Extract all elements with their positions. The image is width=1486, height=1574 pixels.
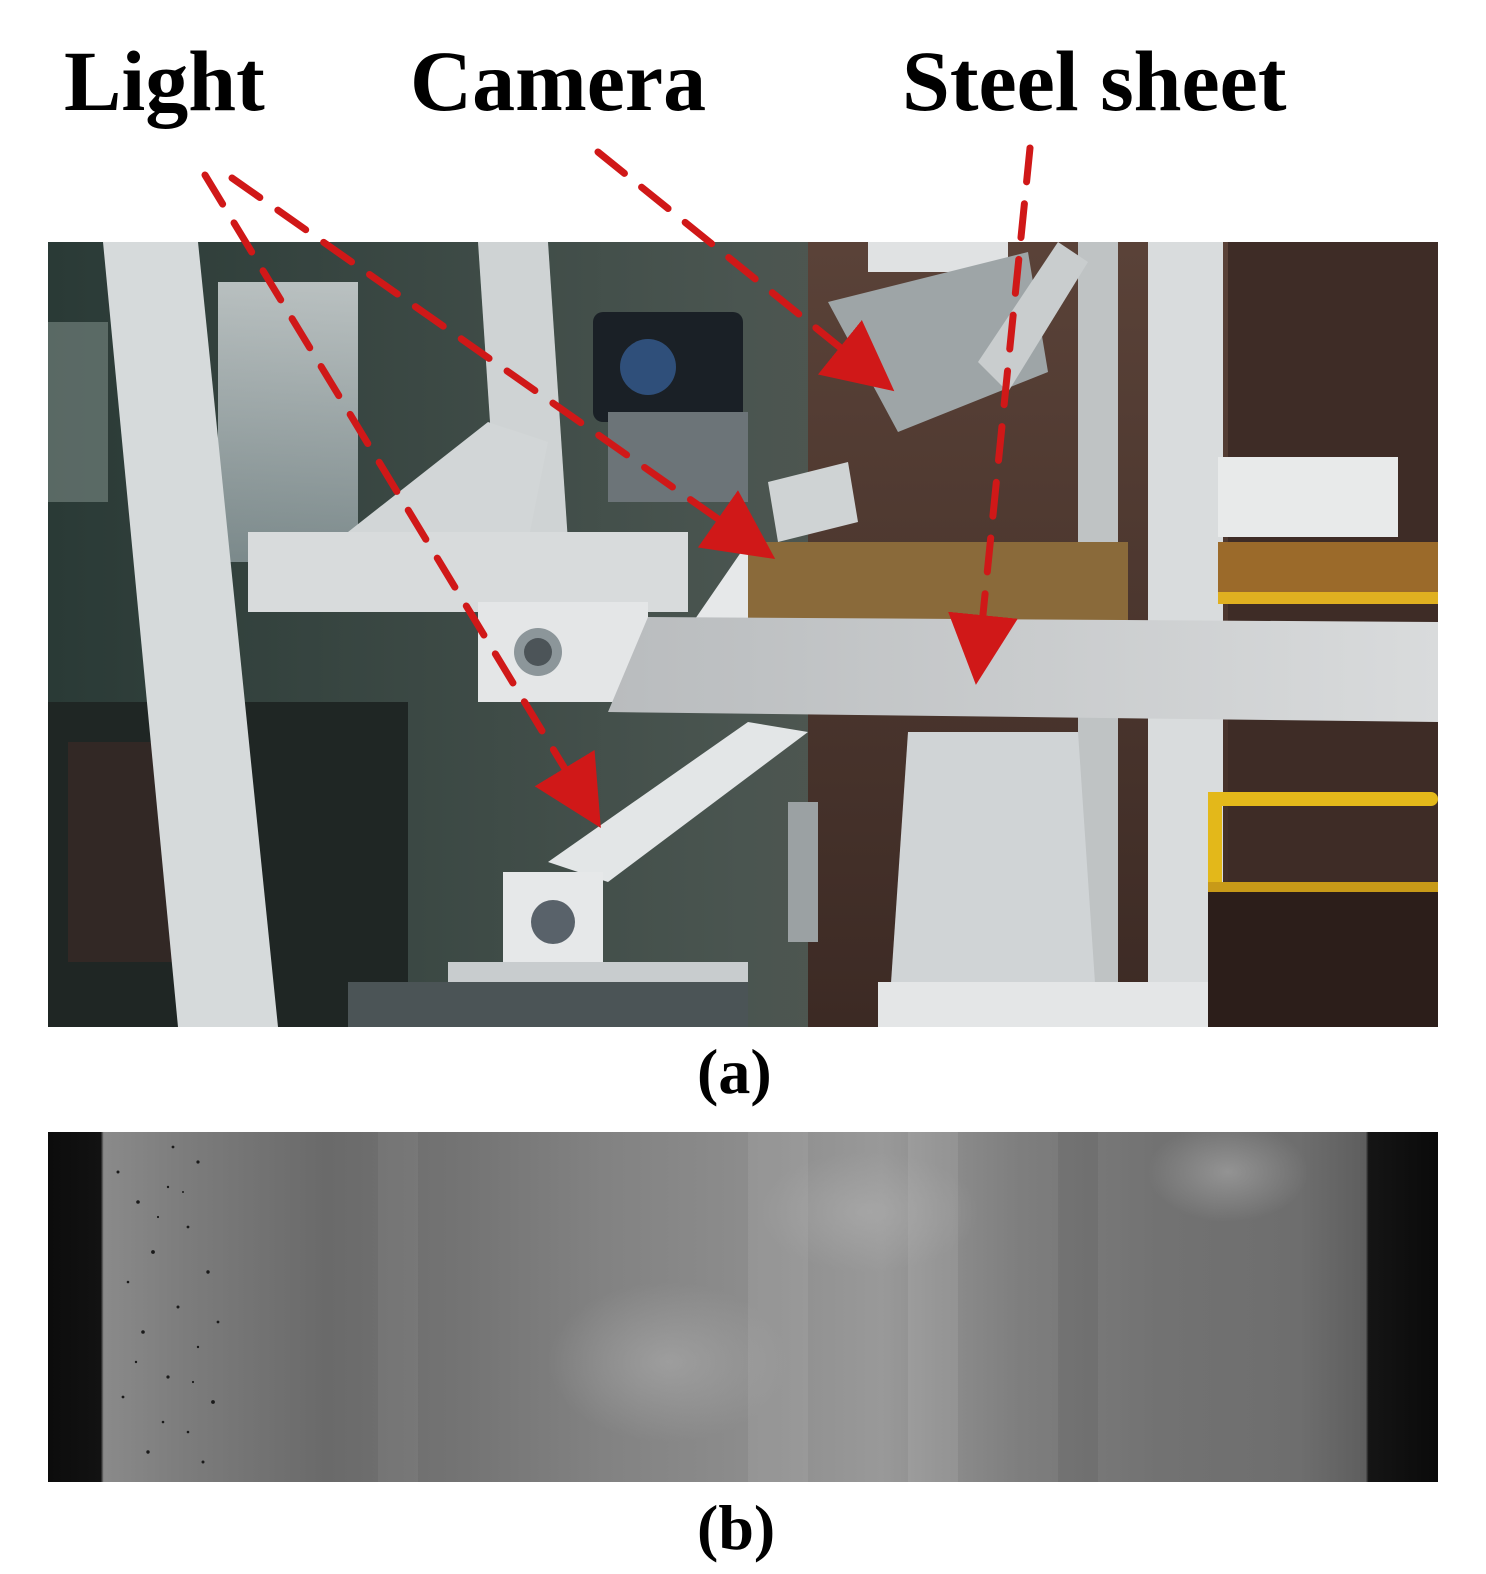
caption-b: (b) <box>697 1492 776 1563</box>
inspection-rig-photo <box>48 242 1438 1027</box>
camera-label: Camera <box>410 33 707 129</box>
caption-a: (a) <box>697 1036 772 1107</box>
light-label: Light <box>64 33 265 129</box>
steel-sheet-label: Steel sheet <box>902 33 1287 129</box>
steel-surface-scan <box>48 1132 1438 1482</box>
